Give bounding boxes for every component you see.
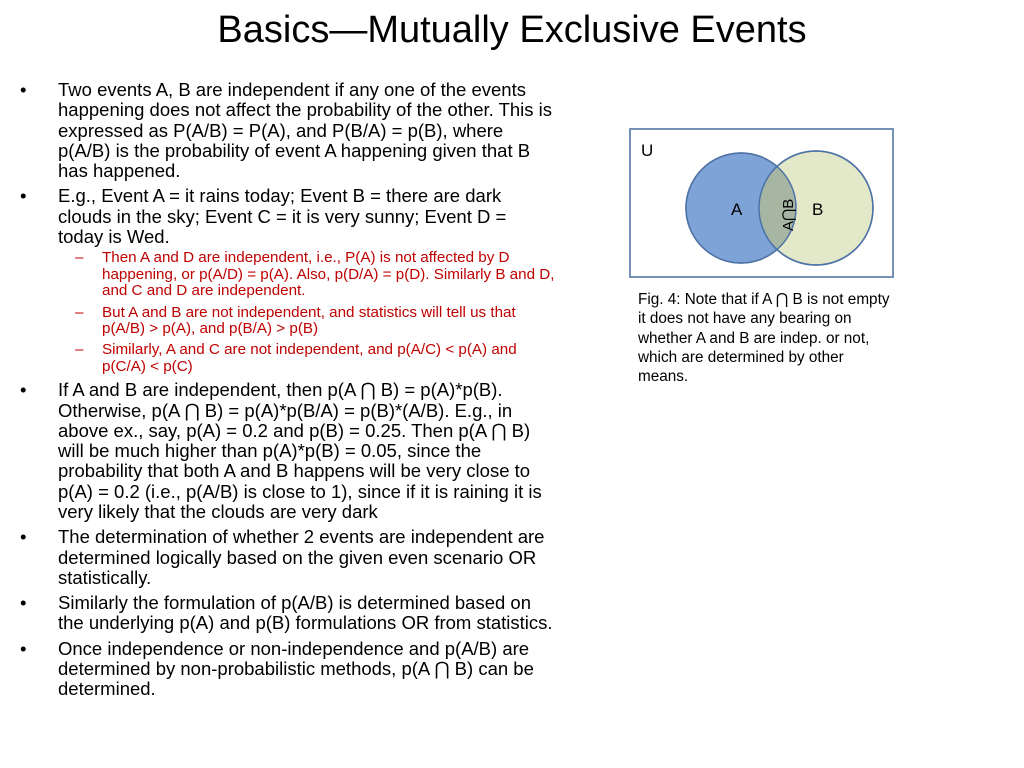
bullet-marker: • — [20, 79, 27, 100]
sub-bullet-list: – Then A and D are independent, i.e., P(… — [58, 249, 555, 375]
bullet-marker: • — [20, 185, 27, 207]
bullet-marker: • — [20, 379, 27, 401]
bullet-item: • Two events A, B are independent if any… — [20, 79, 555, 182]
sub-bullet-marker: – — [75, 249, 84, 267]
slide-title: Basics—Mutually Exclusive Events — [217, 9, 807, 51]
bullet-item: • E.g., Event A = it rains today; Event … — [20, 186, 555, 375]
bullet-item: • If A and B are independent, then p(A ⋂… — [20, 379, 555, 522]
sub-bullet-item: – Similarly, A and C are not independent… — [58, 341, 555, 375]
bullet-text: If A and B are independent, then p(A ⋂ B… — [58, 379, 542, 522]
bullet-list: • Two events A, B are independent if any… — [20, 79, 555, 705]
sub-bullet-text: Similarly, A and C are not independent, … — [102, 341, 517, 375]
set-a-label: A — [731, 200, 743, 219]
intersection-label: A⋂B — [780, 198, 797, 231]
venn-diagram: U A B A⋂B — [629, 128, 894, 278]
bullet-item: • Similarly the formulation of p(A/B) is… — [20, 592, 555, 634]
bullet-text: E.g., Event A = it rains today; Event B … — [58, 185, 507, 248]
sub-bullet-marker: – — [75, 303, 84, 321]
venn-circles — [685, 150, 874, 266]
set-b-label: B — [812, 200, 824, 219]
sub-bullet-text: But A and B are not independent, and sta… — [102, 303, 516, 337]
figure-caption: Fig. 4: Note that if A ⋂ B is not empty … — [638, 291, 890, 386]
bullet-item: • The determination of whether 2 events … — [20, 526, 555, 588]
sub-bullet-text: Then A and D are independent, i.e., P(A)… — [102, 249, 555, 300]
sub-bullet-item: – Then A and D are independent, i.e., P(… — [58, 249, 555, 300]
bullet-marker: • — [20, 592, 27, 614]
bullet-text: Similarly the formulation of p(A/B) is d… — [58, 592, 553, 634]
universe-label: U — [641, 141, 654, 160]
bullet-item: • Once independence or non-independence … — [20, 637, 555, 700]
bullet-text: Once independence or non-independence an… — [58, 637, 534, 700]
circle-b-outline — [758, 150, 874, 266]
circle-a-outline — [685, 152, 797, 264]
bullet-marker: • — [20, 637, 27, 659]
sub-bullet-item: – But A and B are not independent, and s… — [58, 303, 555, 338]
bullet-text: The determination of whether 2 events ar… — [58, 526, 545, 588]
bullet-text: Two events A, B are independent if any o… — [58, 79, 553, 182]
bullet-marker: • — [20, 526, 27, 548]
sub-bullet-marker: – — [75, 341, 84, 359]
